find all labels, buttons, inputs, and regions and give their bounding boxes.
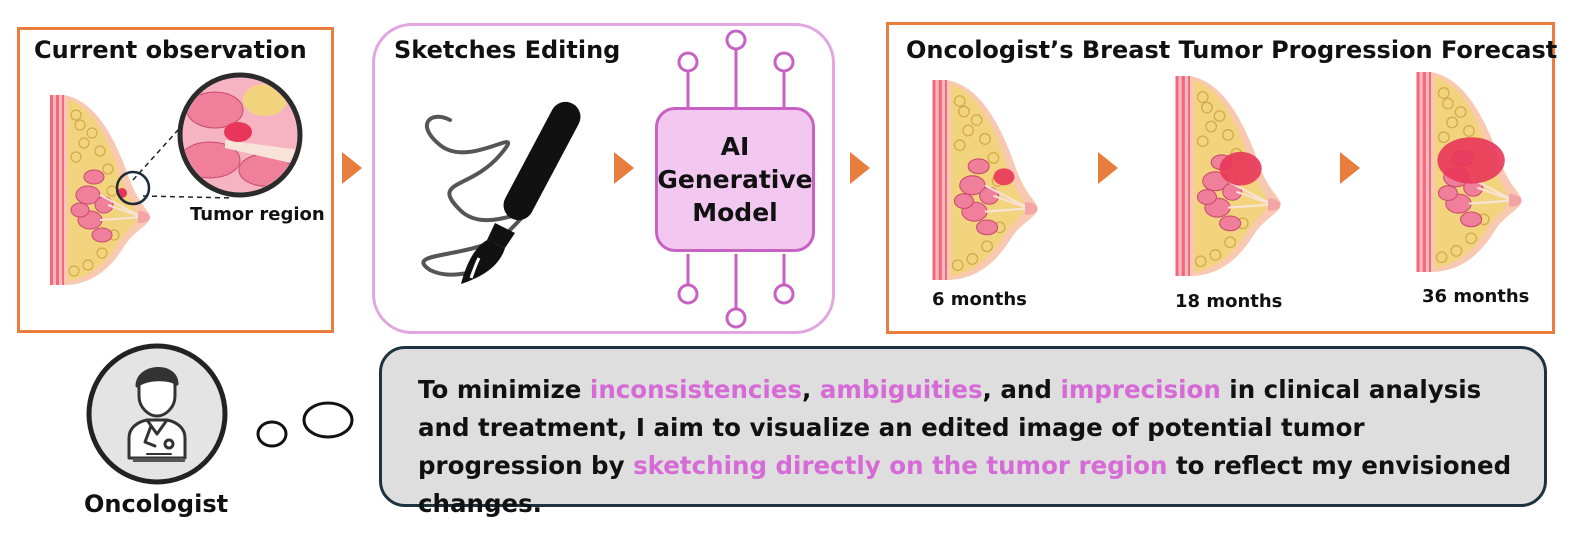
- ai-generative-model-box: AI Generative Model: [655, 107, 815, 252]
- flow-arrow: [1098, 152, 1118, 184]
- oncologist-label: Oncologist: [84, 490, 229, 518]
- statement-highlight: sketching directly on the tumor region: [633, 451, 1168, 480]
- stage-label: 6 months: [932, 289, 1027, 310]
- breast-anatomy-icon: [930, 80, 1040, 280]
- flow-arrow: [342, 152, 362, 184]
- flow-arrow: [850, 152, 870, 184]
- statement-highlight: ambiguities: [819, 375, 983, 404]
- tumor-region-label: Tumor region: [190, 204, 325, 225]
- model-line: Model: [692, 198, 778, 227]
- circuit-icon: [677, 29, 795, 329]
- statement-text: , and: [982, 375, 1061, 404]
- flow-arrow: [1340, 152, 1360, 184]
- breast-anatomy-icon: [1168, 76, 1288, 276]
- statement-text: ,: [802, 375, 820, 404]
- statement-highlight: inconsistencies: [589, 375, 803, 404]
- statement-text: in clinical analysis and treatment, I ai…: [418, 375, 1482, 480]
- paintbrush-icon: [461, 101, 581, 284]
- statement-highlight: imprecision: [1060, 375, 1221, 404]
- sketch-editing-title: Sketches Editing: [394, 36, 621, 64]
- stage-label: 36 months: [1422, 286, 1530, 307]
- statement-text: to reflect my envisioned changes.: [418, 451, 1512, 518]
- breast-anatomy-icon: [1405, 72, 1533, 272]
- magnifier-icon: [115, 72, 303, 206]
- forecast-title: Oncologist’s Breast Tumor Progression Fo…: [906, 36, 1558, 64]
- flow-arrow: [614, 152, 634, 184]
- stage-label: 18 months: [1175, 291, 1283, 312]
- model-line: AI: [720, 132, 750, 161]
- doctor-icon: [86, 343, 228, 485]
- thought-bubble-icon: [256, 401, 354, 448]
- model-line: Generative: [657, 165, 813, 194]
- current-observation-title: Current observation: [34, 36, 307, 64]
- oncologist-statement: To minimize inconsistencies, ambiguities…: [379, 346, 1547, 518]
- statement-text: To minimize: [418, 375, 590, 404]
- scribble-icon: [421, 114, 526, 277]
